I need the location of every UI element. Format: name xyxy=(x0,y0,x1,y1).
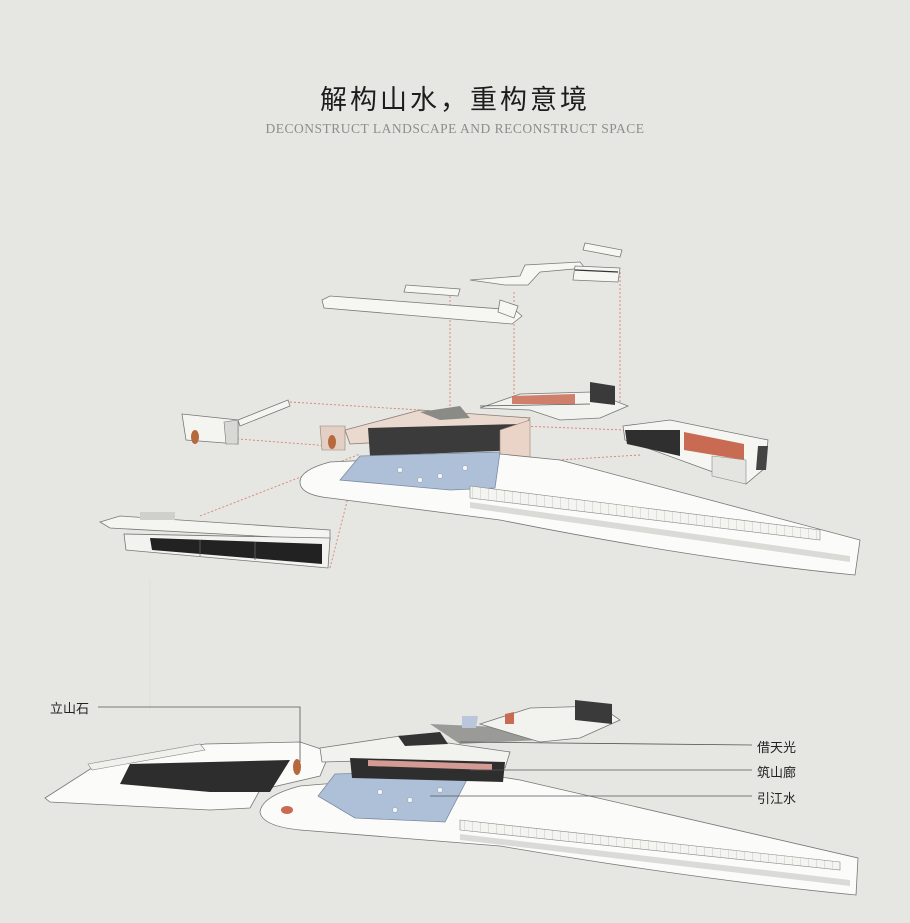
left-wall-panel xyxy=(181,399,291,445)
stone-sculpture-icon xyxy=(293,759,301,775)
upper-pavilion xyxy=(479,382,630,421)
annotation-leaders xyxy=(98,706,753,797)
stone-sculpture-icon xyxy=(191,430,199,444)
central-building xyxy=(319,406,531,463)
assembled-plan xyxy=(44,700,859,896)
floating-long-bar xyxy=(99,512,331,569)
page-title: 解构山水，重构意境 xyxy=(320,85,590,116)
label-sky: 借天光 xyxy=(757,741,797,756)
page-subtitle: DECONSTRUCT LANDSCAPE AND RECONSTRUCT SP… xyxy=(265,121,645,136)
label-stone: 立山石 xyxy=(50,702,90,717)
label-gallery: 筑山廊 xyxy=(757,766,797,781)
floating-roof-plates xyxy=(321,242,623,325)
base-slab-top xyxy=(299,451,861,576)
right-floating-building xyxy=(622,419,769,485)
label-water: 引江水 xyxy=(757,792,797,807)
